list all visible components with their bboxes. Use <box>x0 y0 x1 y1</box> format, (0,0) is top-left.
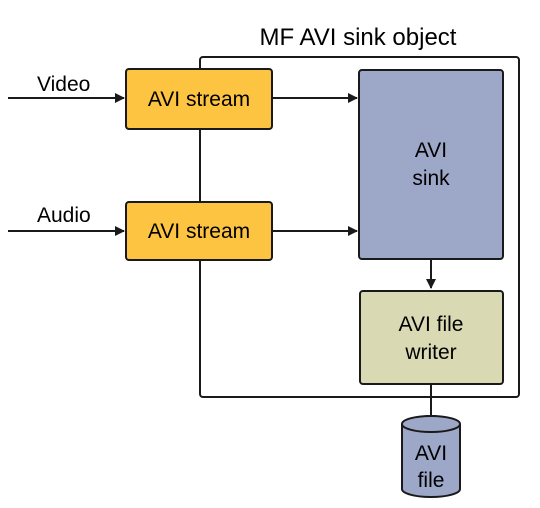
avi-sink-box <box>358 69 504 260</box>
audio-avi-stream-label: AVI stream <box>148 220 250 243</box>
avi-file-label-line1: AVI <box>415 442 447 465</box>
avi-sink-label-line2: sink <box>412 167 450 190</box>
video-input-label: Video <box>37 73 90 96</box>
avi-file-cylinder-top <box>401 415 461 433</box>
avi-sink-label-line1: AVI <box>415 139 447 162</box>
avi-file-writer-label-line2: writer <box>404 341 456 364</box>
avi-file-label-line2: file <box>418 469 445 492</box>
audio-input-label: Audio <box>37 204 91 227</box>
avi-file-writer-box <box>359 290 504 385</box>
sink-object-title: MF AVI sink object <box>260 24 457 51</box>
avi-file-cylinder <box>401 415 461 498</box>
video-avi-stream-label: AVI stream <box>148 88 250 111</box>
avi-file-cylinder-body <box>401 424 461 498</box>
avi-file-writer-label-line1: AVI file <box>399 313 464 336</box>
